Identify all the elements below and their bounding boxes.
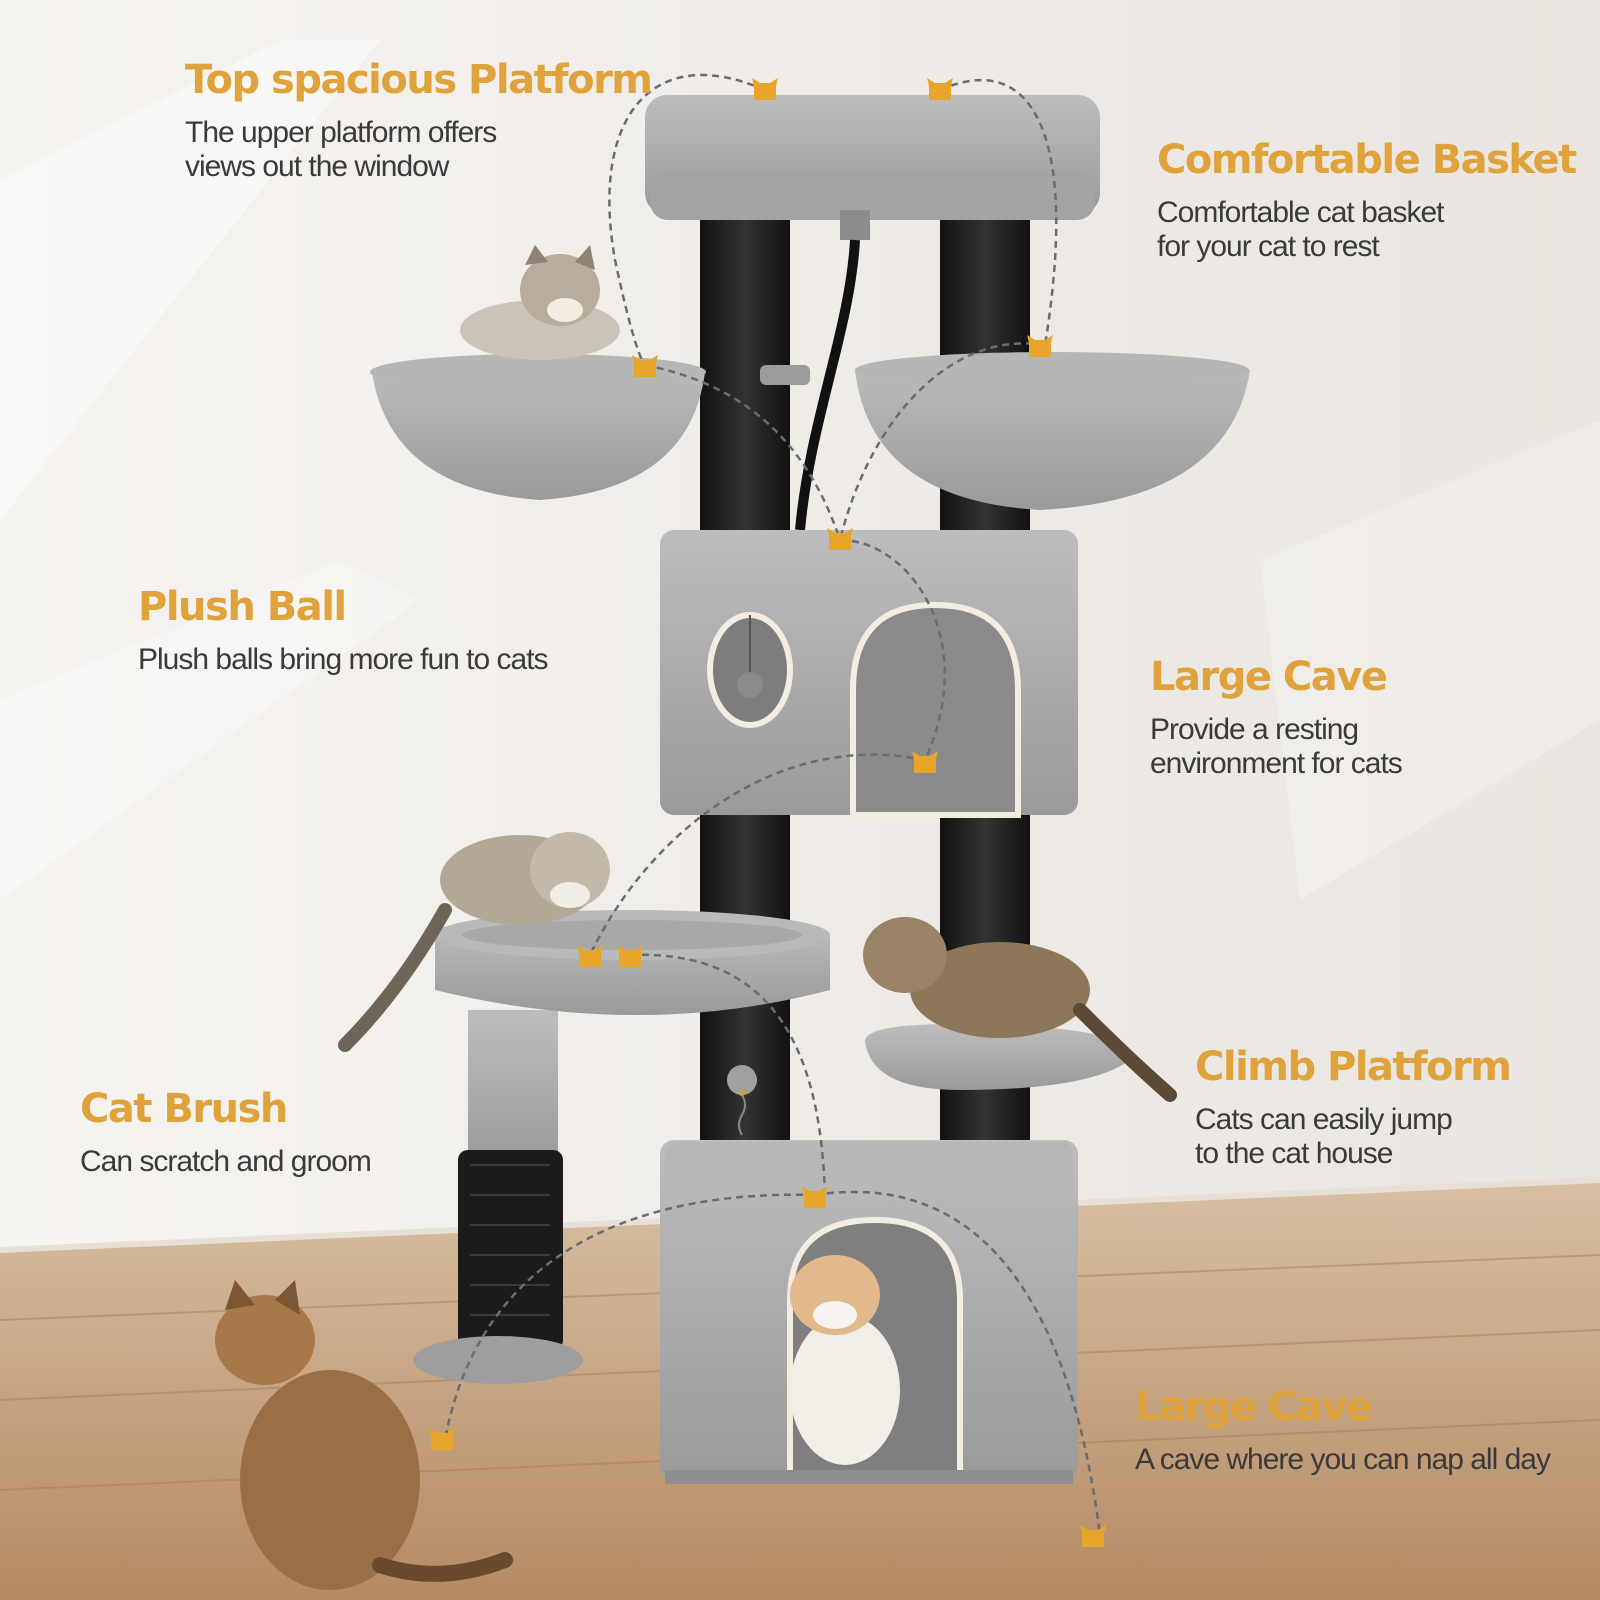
feature-line: The upper platform offers: [185, 116, 497, 149]
feature-line: A cave where you can nap all day: [1135, 1443, 1551, 1476]
side-platform: [413, 910, 830, 1384]
connector-lines: [443, 73, 1102, 1536]
feature-description: Plush balls bring more fun to cats: [138, 643, 549, 677]
feature-title: Comfortable Basket: [1157, 137, 1577, 183]
climb-platform: [865, 1024, 1131, 1090]
feature-plush-ball: Plush Ball Plush balls bring more fun to…: [138, 584, 549, 677]
feature-line: for your cat to rest: [1157, 230, 1380, 263]
feature-line: environment for cats: [1150, 747, 1403, 780]
feature-description: Provide a resting environment for cats: [1150, 713, 1403, 781]
feature-description: Cats can easily jump to the cat house: [1195, 1103, 1510, 1171]
cat-middle-left: [338, 832, 610, 1052]
feature-large-cave-lower: Large Cave A cave where you can nap all …: [1135, 1384, 1551, 1477]
feature-top-platform: Top spacious Platform The upper platform…: [185, 57, 653, 184]
feature-title: Climb Platform: [1195, 1044, 1512, 1090]
basket-left: [370, 354, 810, 500]
feature-title: Plush Ball: [138, 584, 347, 630]
feature-line: Comfortable cat basket: [1157, 196, 1444, 229]
feature-title: Top spacious Platform: [185, 57, 653, 103]
feature-description: The upper platform offers views out the …: [185, 116, 652, 184]
cat-top-left: [460, 245, 620, 360]
feature-cat-brush: Cat Brush Can scratch and groom: [80, 1086, 372, 1179]
top-platform: [645, 95, 1100, 531]
plush-ball: [727, 1065, 757, 1136]
feature-basket: Comfortable Basket Comfortable cat baske…: [1157, 137, 1577, 264]
feature-large-cave-upper: Large Cave Provide a resting environment…: [1150, 654, 1403, 781]
feature-line: Can scratch and groom: [80, 1145, 372, 1178]
basket-right: [855, 352, 1250, 510]
feature-description: A cave where you can nap all day: [1135, 1443, 1551, 1477]
feature-line: Cats can easily jump: [1195, 1103, 1453, 1136]
feature-description: Comfortable cat basket for your cat to r…: [1157, 196, 1576, 264]
cat-right: [863, 917, 1177, 1102]
feature-line: Plush balls bring more fun to cats: [138, 643, 549, 676]
feature-title: Large Cave: [1150, 654, 1388, 700]
feature-title: Cat Brush: [80, 1086, 288, 1132]
feature-climb-platform: Climb Platform Cats can easily jump to t…: [1195, 1044, 1512, 1171]
upper-condo: [660, 530, 1078, 818]
feature-title: Large Cave: [1135, 1384, 1373, 1430]
feature-line: to the cat house: [1195, 1137, 1394, 1170]
feature-description: Can scratch and groom: [80, 1145, 372, 1179]
cat-floor: [215, 1280, 513, 1590]
feature-line: views out the window: [185, 150, 449, 183]
feature-line: Provide a resting: [1150, 713, 1359, 746]
cat-in-cave: [790, 1255, 900, 1465]
